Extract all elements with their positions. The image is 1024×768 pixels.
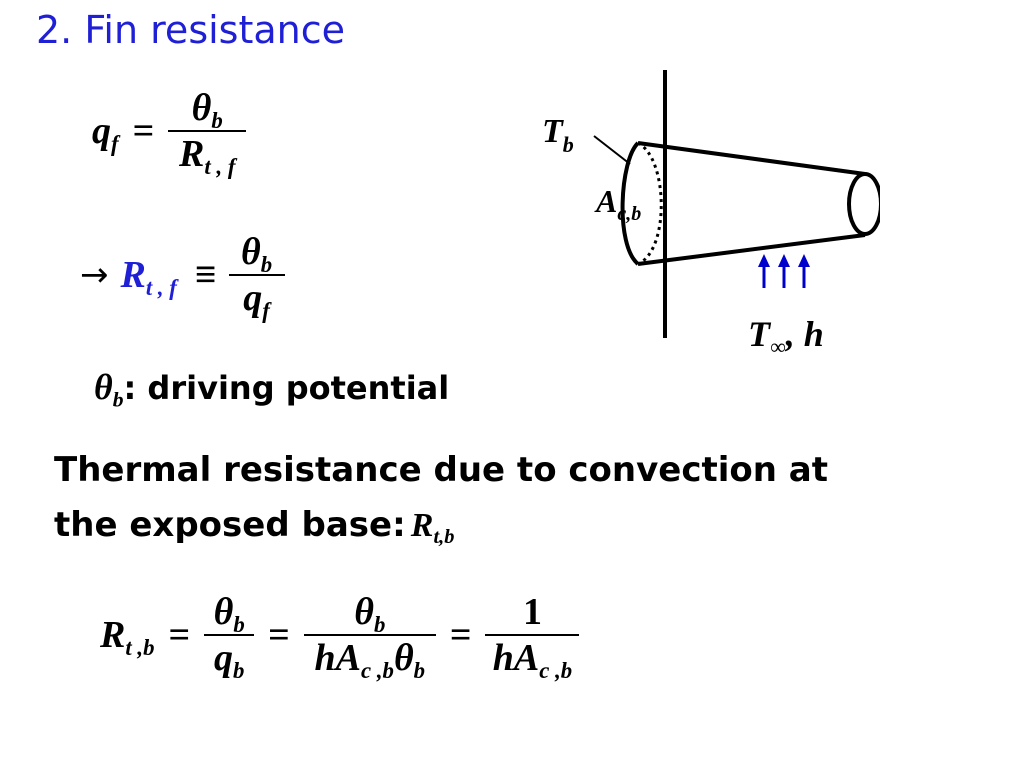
theta-symbol: θ [354, 591, 374, 633]
subscript: b [373, 611, 386, 637]
theta-b-symbol: θb [94, 367, 123, 410]
ha-symbol: hA [492, 637, 540, 679]
a-symbol: A [594, 183, 617, 219]
eq2-fraction: θb qf [228, 230, 285, 323]
subscript: c,b [617, 203, 641, 225]
driving-potential-note: θb: driving potential [94, 366, 450, 410]
fraction-bar [303, 634, 436, 636]
subscript: t,b [433, 526, 455, 549]
r-tb-symbol: Rt,b [410, 507, 455, 547]
subscript: b [563, 132, 574, 157]
q-symbol: q [213, 637, 233, 679]
q-symbol: q [243, 277, 263, 319]
eq1-lhs-symbol: q [92, 110, 111, 152]
r-symbol: R [179, 133, 205, 175]
fin-diagram: Tb Ac,b T∞, h [542, 70, 880, 359]
subscript: b [233, 611, 245, 637]
subscript: t , f [204, 153, 236, 179]
subscript: f [262, 297, 270, 323]
eq1-denominator: Rt , f [179, 132, 236, 179]
subscript: b [112, 387, 124, 412]
subscript: c ,b [539, 657, 573, 683]
base-dotted-arc [637, 141, 663, 266]
eq1-lhs-subscript: f [111, 130, 119, 156]
tb-leader-line [593, 135, 631, 165]
equation-base-convection-resistance: Rt ,b = θb qb = θb hAc ,bθb = 1 hAc ,b [100, 590, 580, 683]
subscript: b [232, 657, 245, 683]
paragraph-line-2: the exposed base: Rt,b [54, 505, 455, 547]
theta-symbol: θ [213, 591, 234, 633]
theta-symbol: θ [393, 637, 414, 679]
eq3-lhs: Rt ,b [100, 613, 155, 660]
subscript: b [211, 107, 223, 133]
paragraph-line-1: Thermal resistance due to convection at [54, 450, 828, 490]
fraction-bar [485, 634, 580, 636]
acb-label: Ac,b [594, 183, 641, 225]
r-symbol: R [100, 614, 126, 656]
subscript: b [413, 657, 426, 683]
subscript: ∞ [770, 334, 786, 359]
theta-symbol: θ [240, 231, 261, 273]
slide-title: 2. Fin resistance [36, 8, 346, 52]
fin-tip-ellipse [847, 172, 880, 236]
eq3-fraction-1: θb qb [204, 590, 255, 683]
equals-sign: = [449, 614, 472, 656]
equals-sign: = [132, 110, 155, 152]
eq2-lhs: Rt , f [120, 253, 177, 300]
fraction-bar [168, 130, 247, 132]
fraction-bar [204, 634, 255, 636]
driving-potential-text: : driving potential [123, 369, 450, 407]
eq3-fraction-2: θb hAc ,bθb [303, 590, 436, 683]
equivalence-sign: ≡ [194, 254, 217, 296]
theta-symbol: θ [94, 367, 113, 407]
r-symbol: R [410, 507, 434, 544]
eq3-fraction-3: 1 hAc ,b [485, 590, 580, 683]
eq1-lhs: qf [92, 109, 119, 156]
paragraph-line-2-text: the exposed base: [54, 505, 406, 545]
equals-sign: = [268, 614, 290, 656]
subscript: t ,b [125, 634, 155, 660]
one-numeral: 1 [522, 591, 542, 633]
eq2-denominator: qf [243, 276, 270, 323]
equation-fin-heat-rate: qf = θb Rt , f [92, 86, 247, 179]
subscript: b [260, 251, 273, 277]
implies-arrow-icon: → [80, 255, 109, 295]
convection-arrows-icon [758, 254, 810, 288]
equals-sign: = [168, 614, 191, 656]
ha-symbol: hA [314, 637, 362, 679]
eq1-numerator: θb [191, 86, 223, 133]
subscript: c ,b [361, 657, 394, 683]
tinf-label: T∞, h [748, 314, 824, 359]
h-label: , h [785, 314, 824, 354]
fraction-bar [228, 274, 285, 276]
eq1-fraction: θb Rt , f [168, 86, 247, 179]
theta-symbol: θ [191, 87, 212, 129]
equation-fin-resistance-definition: → Rt , f ≡ θb qf [80, 230, 285, 323]
r-symbol: R [120, 254, 146, 296]
fin-body [637, 141, 866, 266]
tb-label: Tb [542, 113, 574, 157]
base-solid-arc [620, 141, 640, 266]
eq2-numerator: θb [240, 230, 273, 277]
tb-symbol: T [542, 113, 564, 150]
subscript: t , f [145, 274, 177, 300]
t-symbol: T [748, 314, 772, 354]
